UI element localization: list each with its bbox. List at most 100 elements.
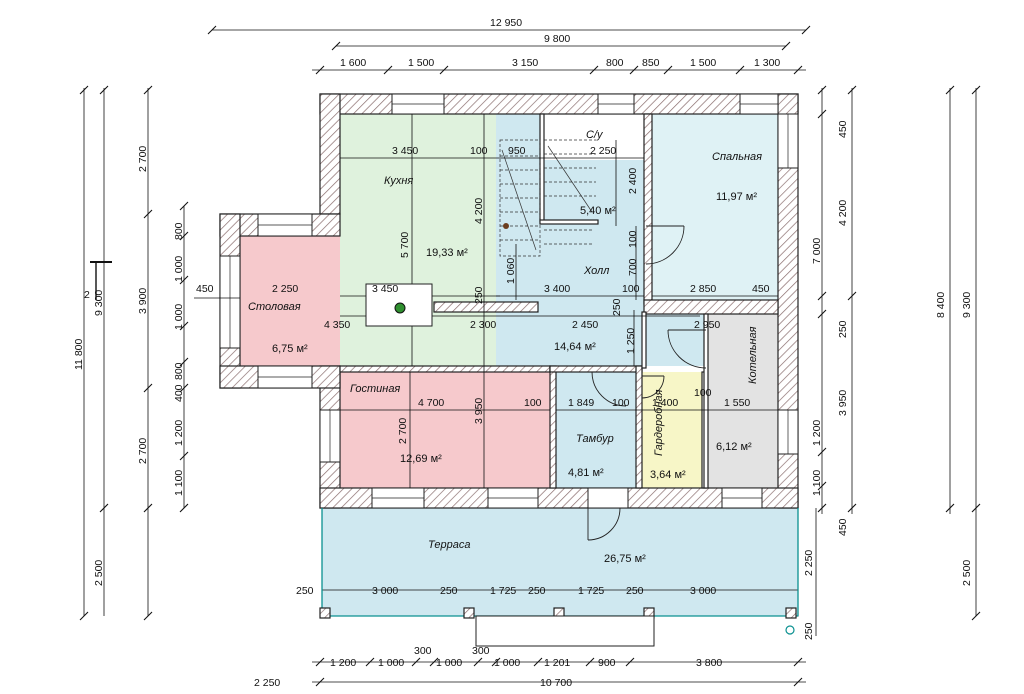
dim-interior: 1 849 xyxy=(568,397,594,409)
dimension-ticks xyxy=(79,25,981,687)
dim-interior: 100 xyxy=(622,283,640,295)
dim-interior: 250 xyxy=(296,585,314,597)
dim-interior: 2 950 xyxy=(694,319,720,331)
right-dimension-labels: 450 4 200 250 3 950 1 200 1 100 450 7 00… xyxy=(803,120,973,640)
dim-interior: 1 060 xyxy=(505,258,517,284)
dim-top-segment: 1 500 xyxy=(408,57,434,69)
room-area-hall: 14,64 м² xyxy=(554,341,596,353)
wall-bedroom-bottom xyxy=(643,299,779,315)
dim-mark: 2 xyxy=(84,289,90,301)
dim-overall-width: 12 950 xyxy=(490,17,522,29)
dim-bottom-segment: 3 800 xyxy=(696,657,722,669)
dim-right-2: 250 xyxy=(803,622,815,640)
dim-left-b: 1 000 xyxy=(173,304,185,330)
dim-bottom-segment: 1 000 xyxy=(378,657,404,669)
wall-living-top xyxy=(339,365,551,373)
dim-right-4: 2 500 xyxy=(961,560,973,586)
dim-left-b: 400 xyxy=(173,384,185,402)
dim-right-1: 450 xyxy=(837,518,849,536)
dim-interior: 4 200 xyxy=(473,198,485,224)
bottom-dimension-labels: 1 200 1 000 300 1 000 300 1 000 1 201 90… xyxy=(254,645,722,689)
room-area-boiler: 6,12 м² xyxy=(716,441,752,453)
dim-right-1: 4 200 xyxy=(837,200,849,226)
dim-house-width: 9 800 xyxy=(544,33,570,45)
dim-interior: 250 xyxy=(440,585,458,597)
room-fills xyxy=(240,114,798,616)
dim-right-1: 250 xyxy=(837,320,849,338)
dim-interior: 3 000 xyxy=(690,585,716,597)
dim-interior: 1 725 xyxy=(490,585,516,597)
dim-bottom-overall: 10 700 xyxy=(540,677,572,689)
dim-interior: 1 400 xyxy=(652,397,678,409)
room-name-bedroom: Спальная xyxy=(712,151,762,163)
wall-wc-bottom xyxy=(539,219,599,225)
dim-interior: 100 xyxy=(612,397,630,409)
dim-top-segment: 3 150 xyxy=(512,57,538,69)
dim-house-depth: 9 300 xyxy=(93,290,105,316)
wall-vestibule-left xyxy=(549,365,557,489)
dim-top-segment: 1 600 xyxy=(340,57,366,69)
room-area-wc: 5,40 м² xyxy=(580,205,616,217)
dim-bottom-segment: 1 000 xyxy=(494,657,520,669)
room-name-kitchen: Кухня xyxy=(384,175,413,187)
dim-interior: 4 700 xyxy=(418,397,444,409)
dim-top-segment: 1 300 xyxy=(754,57,780,69)
dim-interior: 1 725 xyxy=(578,585,604,597)
room-fill-terrace xyxy=(322,508,798,616)
dim-interior: 2 850 xyxy=(690,283,716,295)
wall-wc-left xyxy=(539,113,545,223)
room-name-wc: С/у xyxy=(586,129,604,141)
dim-right-3: 8 400 xyxy=(935,292,947,318)
wall-kitchen-partition xyxy=(433,301,539,313)
room-fill-dining xyxy=(240,236,340,366)
dining-table xyxy=(365,223,509,327)
dim-interior: 2 250 xyxy=(590,145,616,157)
dim-right-4: 9 300 xyxy=(961,292,973,318)
dim-interior: 100 xyxy=(627,230,639,248)
doors xyxy=(587,225,707,541)
dim-interior: 2 700 xyxy=(397,418,409,444)
dim-bottom-segment: 300 xyxy=(414,645,432,657)
staircase xyxy=(499,139,596,257)
wall-vestibule-top xyxy=(549,365,643,373)
dim-interior: 450 xyxy=(752,283,770,295)
dim-interior: 1 250 xyxy=(625,328,637,354)
dim-bottom-left: 2 250 xyxy=(254,677,280,689)
dim-interior: 3 450 xyxy=(372,283,398,295)
dim-interior: 3 950 xyxy=(473,398,485,424)
wall-vestibule-right xyxy=(635,365,643,489)
dim-interior: 2 400 xyxy=(627,168,639,194)
dim-interior: 3 000 xyxy=(372,585,398,597)
interior-dimension-labels: 3 450 100 950 2 250 2 400 4 200 5 700 1 … xyxy=(272,145,770,597)
door-vestibule-bottom xyxy=(587,487,629,509)
dim-bottom-segment: 300 xyxy=(472,645,490,657)
room-name-living: Гостиная xyxy=(350,383,400,395)
dim-right-1: 1 200 xyxy=(811,420,823,446)
room-fill-stair xyxy=(496,114,542,160)
dim-left-a: 2 500 xyxy=(93,560,105,586)
dim-overall-depth: 11 800 xyxy=(73,339,85,370)
wall-bedroom-left xyxy=(643,113,653,305)
dim-interior: 5 700 xyxy=(399,232,411,258)
dim-right-1: 3 950 xyxy=(837,390,849,416)
room-fill-bedroom xyxy=(652,114,778,300)
windows xyxy=(219,93,799,509)
dim-interior: 2 450 xyxy=(572,319,598,331)
table-marker-icon xyxy=(394,302,406,314)
room-labels: Кухня 19,33 м² Спальная 11,97 м² С/у 5,4… xyxy=(248,129,762,565)
dim-interior: 2 250 xyxy=(272,283,298,295)
dim-interior: 3 400 xyxy=(544,283,570,295)
dim-interior: 3 450 xyxy=(392,145,418,157)
dim-interior: 250 xyxy=(473,286,485,304)
dim-top-segment: 800 xyxy=(606,57,624,69)
room-name-dining: Столовая xyxy=(248,301,301,313)
room-fill-vestibule xyxy=(556,370,636,488)
room-area-kitchen: 19,33 м² xyxy=(426,247,468,259)
room-area-dining: 6,75 м² xyxy=(272,343,308,355)
dim-left-b: 1 200 xyxy=(173,420,185,446)
dim-interior: 100 xyxy=(524,397,542,409)
dim-bottom-segment: 900 xyxy=(598,657,616,669)
room-area-terrace: 26,75 м² xyxy=(604,553,646,565)
dim-interior: 4 350 xyxy=(324,319,350,331)
dim-interior: 250 xyxy=(611,298,623,316)
